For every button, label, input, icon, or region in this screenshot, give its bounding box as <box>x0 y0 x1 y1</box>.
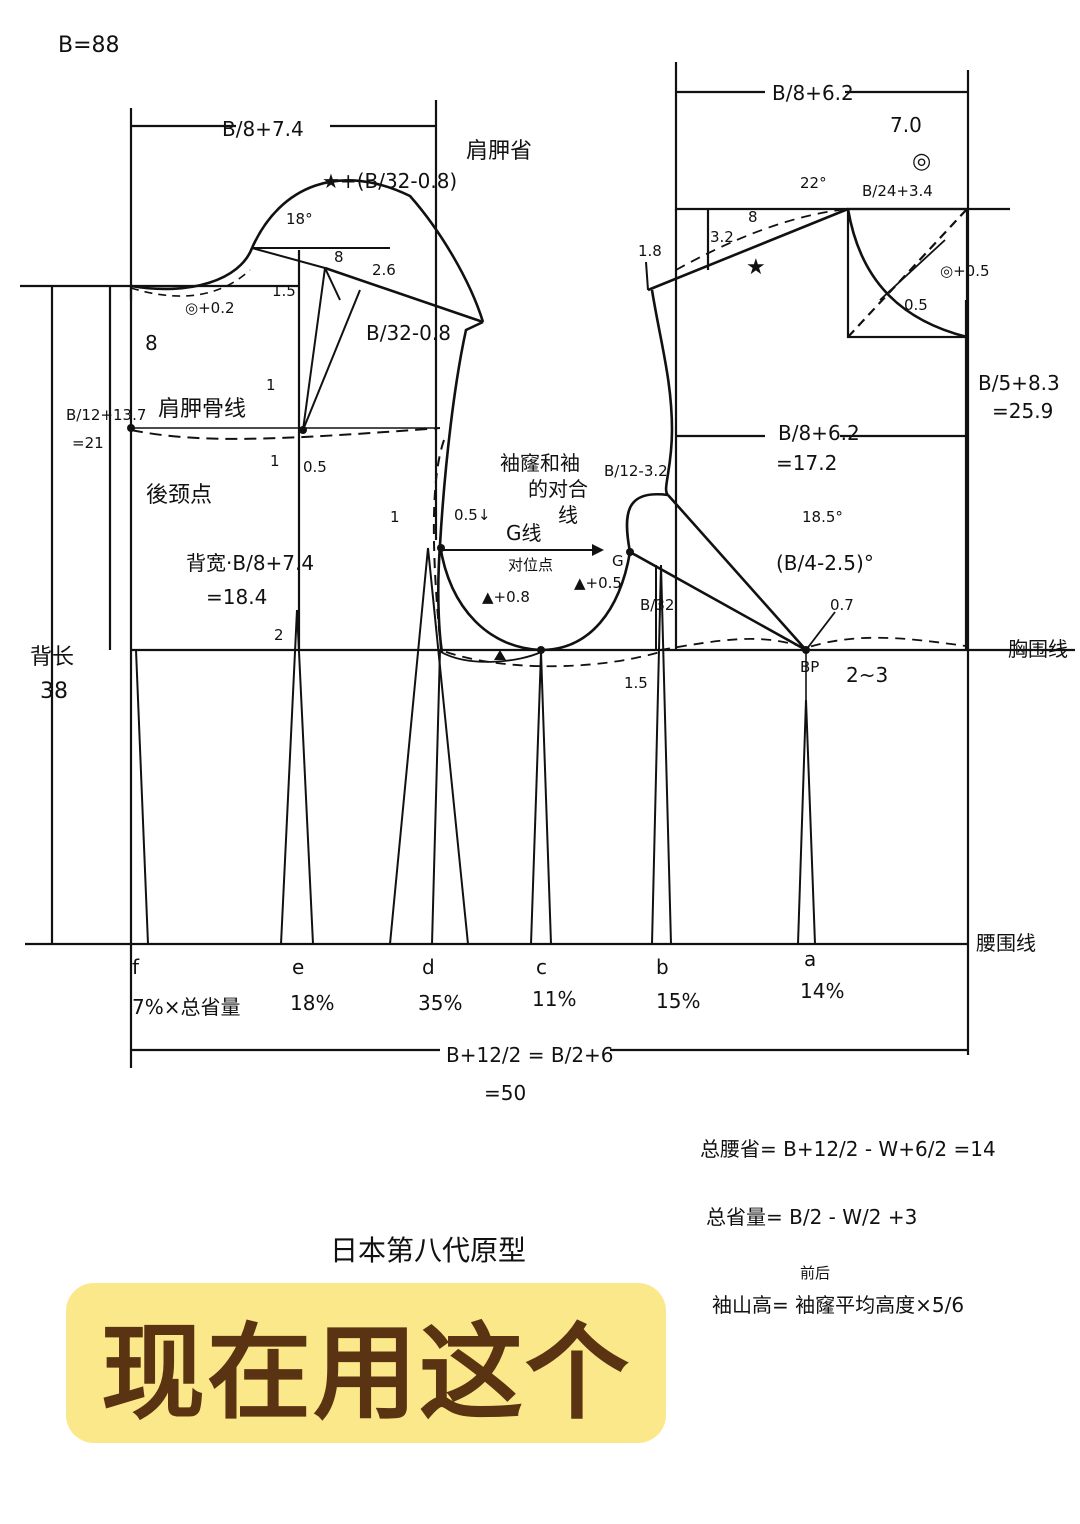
dim-0-5-arrow: 0.5↓ <box>454 506 490 524</box>
dim-1-back-a: 1 <box>266 376 276 394</box>
dart-pct-b: 15% <box>656 989 700 1013</box>
tri-0-8: ▲+0.8 <box>482 588 530 606</box>
match-point: 对位点 <box>508 556 553 574</box>
waist-dart-formula: 总腰省= B+12/2 - W+6/2 =14 <box>700 1137 996 1161</box>
front-depth-val: =25.9 <box>992 399 1053 423</box>
markers <box>127 424 810 660</box>
back-width-val: =18.4 <box>206 585 267 609</box>
neck-mark: ◎+0.2 <box>185 299 235 317</box>
sleeve-cap-formula: 袖山高= 袖窿平均高度×5/6 <box>712 1293 964 1317</box>
banner-text: 现在用这个 <box>100 1311 631 1434</box>
dart-letter-b: b <box>656 955 669 979</box>
dim-0-5-front: 0.5 <box>904 296 928 314</box>
front-depth: B/5+8.3 <box>978 371 1060 395</box>
back-length: 背长 <box>30 645 74 670</box>
armhole-note-2: 的对合 <box>528 477 588 501</box>
bust-angle: (B/4-2.5)° <box>776 551 874 575</box>
dim-2: 2 <box>274 626 284 644</box>
angle-22: 22° <box>800 174 827 192</box>
neck-point: 後颈点 <box>146 483 212 508</box>
armhole-note-3: 线 <box>558 503 578 527</box>
dart-letter-c: c <box>536 955 547 979</box>
front-bodice-outline <box>629 207 968 700</box>
dart-b32: B/32-0.8 <box>366 321 451 345</box>
back-top-width: B/8+7.4 <box>222 117 304 141</box>
dart-letter-a: a <box>804 947 816 971</box>
dart-pct-a: 14% <box>800 979 844 1003</box>
circle-0-5: ◎+0.5 <box>940 262 990 280</box>
total-width-val: =50 <box>484 1081 526 1105</box>
shoulder-formula: ★+(B/32-0.8) <box>322 169 457 193</box>
dim-1-5-armhole: 1.5 <box>624 674 648 692</box>
b-value: B=88 <box>58 33 120 58</box>
back-length-val: 38 <box>40 679 68 704</box>
bp-range: 2~3 <box>846 663 888 687</box>
total-dart-formula: 总省量= B/2 - W/2 +3 <box>706 1205 917 1229</box>
back-width: 背宽·B/8+7.4 <box>186 551 314 575</box>
waist-line-label: 腰围线 <box>976 931 1036 955</box>
dim-1-back-b: 1 <box>270 452 280 470</box>
dim-3-2: 3.2 <box>710 228 734 246</box>
dim-2-6: 2.6 <box>372 261 396 279</box>
dart-letter-e: e <box>292 955 304 979</box>
chest-width-val: =17.2 <box>776 451 837 475</box>
g-line: G线 <box>506 521 542 545</box>
shoulder-dart-label: 肩胛省 <box>466 139 532 164</box>
dim-8-front: 8 <box>748 208 758 226</box>
dim-0-5-back: 0.5 <box>303 458 327 476</box>
neck-8: 8 <box>145 331 158 355</box>
b32-armhole: B/32 <box>640 596 674 614</box>
armhole-note-1: 袖窿和袖 <box>500 451 580 475</box>
dart-letter-f: f <box>132 955 140 979</box>
dart-pct-d: 35% <box>418 991 462 1015</box>
front-top-width: B/8+6.2 <box>772 81 854 105</box>
dim-7-0: 7.0 <box>890 113 922 137</box>
angle-18: 18° <box>286 210 313 228</box>
back-depth: B/12+13.7 <box>66 406 146 424</box>
g-point: G <box>612 552 624 570</box>
back-bodice-outline <box>130 179 485 653</box>
banner: 现在用这个 <box>66 1283 666 1443</box>
dart-pct-e: 18% <box>290 991 334 1015</box>
dim-0-7: 0.7 <box>830 596 854 614</box>
dart-letter-d: d <box>422 955 435 979</box>
back-depth-val: =21 <box>72 434 104 452</box>
star-mark: ★ <box>746 255 766 280</box>
construction-lines <box>20 62 1075 1068</box>
dart-pct-c: 11% <box>532 987 576 1011</box>
dim-1-5-back: 1.5 <box>272 282 296 300</box>
waist-darts <box>130 547 816 945</box>
bp-label: BP <box>800 658 819 676</box>
dim-1-armhole: 1 <box>390 508 400 526</box>
dim-8-back: 8 <box>334 248 344 266</box>
sleeve-cap-prefix: 前后 <box>800 1264 830 1282</box>
neck-symbol: ◎ <box>912 149 931 174</box>
total-width: B+12/2 = B/2+6 <box>446 1043 614 1067</box>
tri-0-5: ▲+0.5 <box>574 574 622 592</box>
diagram-title: 日本第八代原型 <box>330 1234 526 1267</box>
dart-labels: f 7%×总省量 e 18% d 35% c 11% b 15% a 14% <box>132 947 844 1019</box>
chest-width: B/8+6.2 <box>778 421 860 445</box>
dim-1-8: 1.8 <box>638 242 662 260</box>
b12-3-2: B/12-3.2 <box>604 462 668 480</box>
neck-b24: B/24+3.4 <box>862 182 933 200</box>
chest-line-label: 胸围线 <box>1008 637 1068 661</box>
angle-18-5: 18.5° <box>802 508 843 526</box>
shoulder-blade-line: 肩胛骨线 <box>158 397 246 422</box>
dart-pct-f: 7%×总省量 <box>132 995 241 1019</box>
